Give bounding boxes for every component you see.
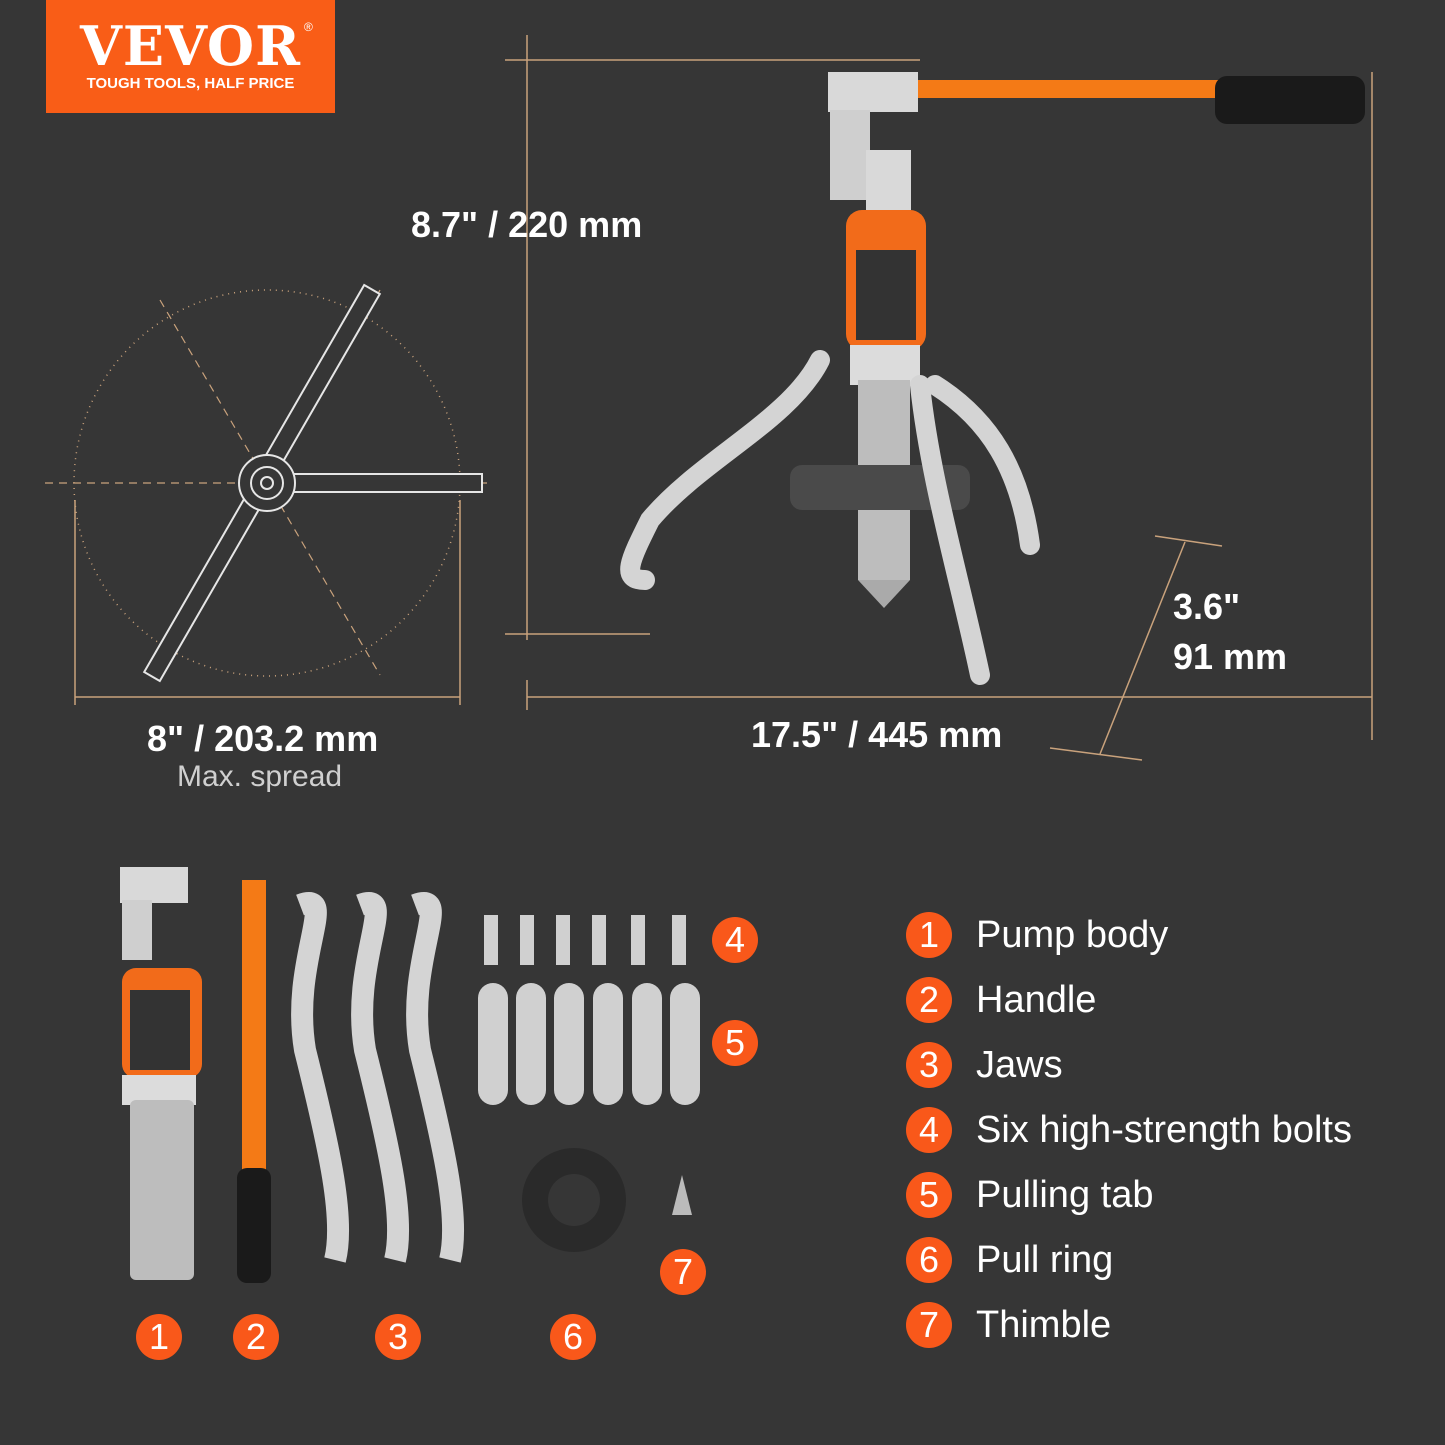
- part-badge-6: 6: [550, 1314, 596, 1360]
- depth-dimension-in: 3.6": [1173, 586, 1241, 627]
- legend-label: Jaws: [976, 1044, 1063, 1086]
- part-badge-7: 7: [660, 1249, 706, 1295]
- legend-badge: 4: [906, 1107, 952, 1153]
- part-badge-5: 5: [712, 1020, 758, 1066]
- legend-badge: 2: [906, 977, 952, 1023]
- height-dimension: 8.7" / 220 mm: [411, 204, 643, 245]
- dimension-lines: [74, 35, 1373, 761]
- legend-label: Pull ring: [976, 1239, 1114, 1281]
- legend-badge: 5: [906, 1172, 952, 1218]
- logo-brand: VEVOR: [80, 14, 301, 78]
- legend-badge: 7: [906, 1302, 952, 1348]
- legend-label: Six high-strength bolts: [976, 1109, 1352, 1151]
- spread-dimension: 8" / 203.2 mm: [147, 718, 379, 759]
- logo-registered: ®: [304, 20, 313, 34]
- legend-label: Thimble: [976, 1304, 1112, 1346]
- length-dimension: 17.5" / 445 mm: [751, 714, 1003, 755]
- legend-label: Pulling tab: [976, 1174, 1154, 1216]
- depth-dimension-mm: 91 mm: [1173, 636, 1288, 677]
- legend-label: Pump body: [976, 914, 1169, 956]
- part-badge-1: 1: [136, 1314, 182, 1360]
- vevor-logo: VEVOR ® TOUGH TOOLS, HALF PRICE: [46, 0, 335, 113]
- legend-badge: 3: [906, 1042, 952, 1088]
- spread-diagram: [45, 283, 490, 683]
- part-badge-4: 4: [712, 917, 758, 963]
- part-badge-2: 2: [233, 1314, 279, 1360]
- legend-badge: 1: [906, 912, 952, 958]
- hydraulic-puller-image: [620, 72, 1365, 685]
- legend-badge: 6: [906, 1237, 952, 1283]
- part-badge-3: 3: [375, 1314, 421, 1360]
- legend-label: Handle: [976, 979, 1097, 1021]
- logo-tagline: TOUGH TOOLS, HALF PRICE: [86, 75, 295, 92]
- spread-caption: Max. spread: [177, 760, 343, 793]
- parts-image: [120, 867, 700, 1283]
